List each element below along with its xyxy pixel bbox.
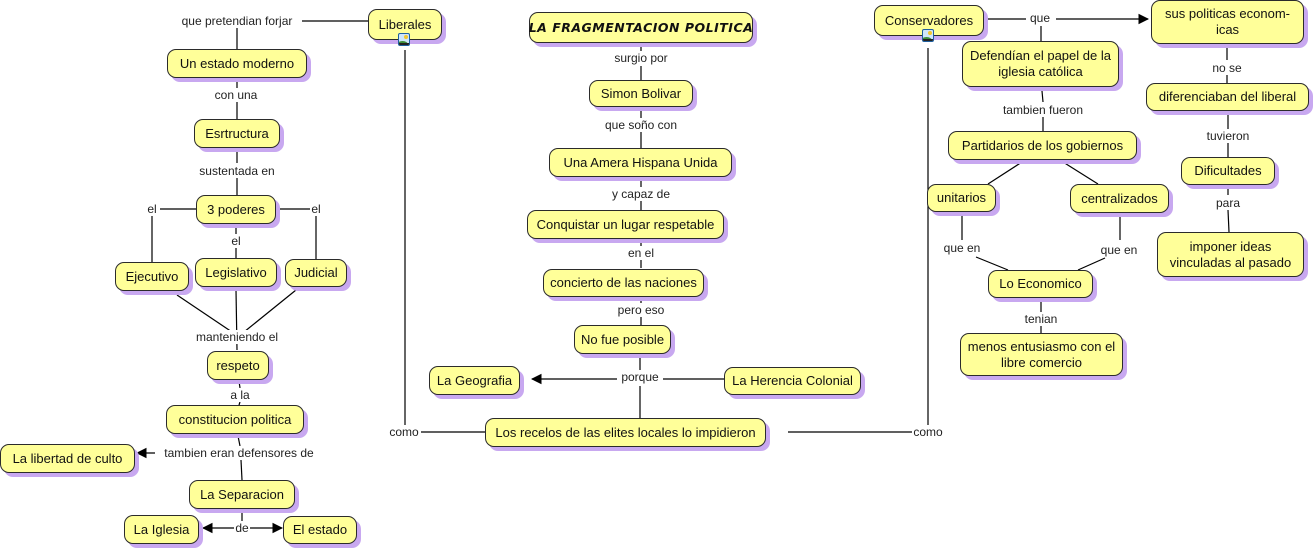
- edge-defendian-fueron: [1041, 90, 1044, 103]
- link-con-una[interactable]: con una: [213, 88, 259, 102]
- edge-queen-economico-right: [1077, 257, 1106, 271]
- concept-el-estado[interactable]: El estado: [283, 516, 357, 544]
- edge-partidarios-centralizados: [1062, 161, 1099, 185]
- image-attachment-icon[interactable]: [398, 33, 410, 46]
- concept-title[interactable]: LA FRAGMENTACION POLITICA: [529, 12, 753, 43]
- link-el-ejecutivo[interactable]: el: [146, 202, 158, 216]
- concept-estructura[interactable]: Esrtructura: [194, 119, 280, 148]
- concept-imponer[interactable]: imponer ideas vinculadas al pasado: [1157, 232, 1304, 277]
- link-a-la[interactable]: a la: [229, 388, 251, 402]
- concept-defendian[interactable]: Defendían el papel de la iglesia católic…: [962, 41, 1119, 87]
- concept-libertad-culto[interactable]: La libertad de culto: [0, 444, 135, 473]
- link-tambien-eran-defensores[interactable]: tambien eran defensores de: [163, 446, 315, 460]
- concept-herencia-colonial[interactable]: La Herencia Colonial: [724, 367, 861, 395]
- image-attachment-icon[interactable]: [922, 29, 934, 42]
- concept-dificultades[interactable]: Dificultades: [1181, 157, 1275, 185]
- link-y-capaz-de[interactable]: y capaz de: [610, 187, 672, 201]
- concept-geografia[interactable]: La Geografia: [429, 366, 520, 395]
- concept-constitucion[interactable]: constitucion politica: [166, 405, 304, 434]
- edge-ala-constitucion: [238, 401, 241, 406]
- link-surgio-por[interactable]: surgio por: [613, 51, 669, 65]
- concept-economico[interactable]: Lo Economico: [988, 270, 1093, 298]
- link-pero-eso[interactable]: pero eso: [616, 303, 666, 317]
- concept-judicial[interactable]: Judicial: [285, 259, 347, 287]
- edge-defensores-separacion: [240, 459, 243, 481]
- concept-simon-bolivar[interactable]: Simon Bolivar: [589, 80, 693, 107]
- concept-concierto[interactable]: concierto de las naciones: [543, 269, 704, 297]
- concept-partidarios[interactable]: Partidarios de los gobiernos: [948, 131, 1137, 160]
- edge-para-imponer: [1227, 209, 1230, 233]
- link-manteniendo-el[interactable]: manteniendo el: [194, 330, 280, 344]
- link-no-se[interactable]: no se: [1211, 61, 1243, 75]
- link-que-en-unitarios[interactable]: que en: [942, 241, 982, 255]
- edge-ejecutivo-manteniendo: [176, 294, 233, 333]
- link-que-en-centralizados[interactable]: que en: [1099, 243, 1139, 257]
- concept-iglesia[interactable]: La Iglesia: [124, 515, 199, 544]
- link-que[interactable]: que: [1028, 11, 1052, 25]
- concept-diferenciaban[interactable]: diferenciaban del liberal: [1146, 83, 1309, 111]
- link-que-sono-con[interactable]: que soño con: [603, 118, 679, 132]
- concept-estado-moderno[interactable]: Un estado moderno: [167, 49, 307, 78]
- concept-america-unida[interactable]: Una Amera Hispana Unida: [549, 148, 732, 177]
- edge-judicial-manteniendo: [243, 289, 297, 333]
- link-porque[interactable]: porque: [620, 370, 660, 384]
- concept-recelos[interactable]: Los recelos de las elites locales lo imp…: [485, 418, 766, 447]
- concept-entusiasmo[interactable]: menos entusiasmo con el libre comercio: [960, 333, 1123, 376]
- link-para[interactable]: para: [1214, 196, 1242, 210]
- link-que-pretendian-forjar[interactable]: que pretendian forjar: [180, 14, 294, 28]
- link-el-judicial[interactable]: el: [310, 202, 322, 216]
- link-tenian[interactable]: tenian: [1023, 312, 1059, 326]
- link-de[interactable]: de: [234, 521, 250, 535]
- concept-conservadores[interactable]: Conservadores: [874, 5, 984, 36]
- link-sustentada-en[interactable]: sustentada en: [198, 164, 276, 178]
- concept-conquistar[interactable]: Conquistar un lugar respetable: [527, 210, 724, 239]
- concept-unitarios[interactable]: unitarios: [927, 184, 996, 212]
- link-como-conservadores[interactable]: como: [912, 425, 944, 439]
- edge-queen-economico-left: [975, 256, 1009, 271]
- edge-partidarios-unitarios: [987, 161, 1023, 185]
- concept-politicas-economicas[interactable]: sus politicas econom-icas: [1151, 0, 1304, 44]
- concept-centralizados[interactable]: centralizados: [1070, 184, 1169, 213]
- concept-no-fue-posible[interactable]: No fue posible: [574, 325, 671, 354]
- link-en-el[interactable]: en el: [626, 246, 656, 260]
- edge-respeto-ala: [238, 380, 241, 389]
- link-como-liberales[interactable]: como: [388, 425, 420, 439]
- concept-3-poderes[interactable]: 3 poderes: [196, 195, 276, 224]
- concept-ejecutivo[interactable]: Ejecutivo: [115, 262, 189, 291]
- link-tambien-fueron[interactable]: tambien fueron: [1001, 103, 1085, 117]
- edge-constitucion-defensores: [237, 435, 241, 447]
- link-el-legislativo[interactable]: el: [230, 234, 242, 248]
- link-tuvieron[interactable]: tuvieron: [1205, 129, 1251, 143]
- concept-legislativo[interactable]: Legislativo: [195, 258, 277, 287]
- concept-separacion[interactable]: La Separacion: [189, 480, 295, 509]
- concept-respeto[interactable]: respeto: [207, 351, 269, 380]
